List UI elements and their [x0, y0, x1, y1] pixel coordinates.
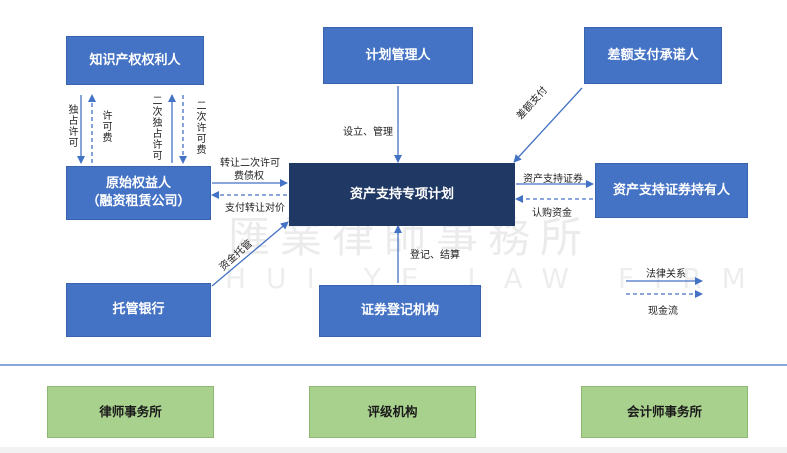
label-transfer-line2: 费债权	[234, 171, 264, 182]
provider-law-firm-label: 律师事务所	[99, 403, 162, 419]
label-license-fee: 许可费	[100, 110, 111, 143]
provider-accounting-firm: 会计师事务所	[581, 386, 748, 438]
node-holders-label: 资产支持证券持有人	[612, 182, 730, 198]
node-plan-manager-label: 计划管理人	[365, 47, 431, 63]
label-pay-price: 支付转让对价	[225, 203, 285, 214]
provider-rating-agency: 评级机构	[309, 386, 476, 438]
node-guarantor: 差额支付承诺人	[584, 27, 722, 84]
label-setup-manage: 设立、管理	[343, 127, 393, 138]
label-subscribe-funds: 认购资金	[532, 208, 572, 219]
label-sub-exclusive-license: 二次独占许可	[150, 95, 161, 161]
label-abs-securities: 资产支持证券	[523, 174, 583, 185]
edge-diff-payment	[513, 87, 583, 163]
watermark-english: HUI YE LAW FIRM	[225, 262, 766, 295]
node-registry-label: 证券登记机构	[360, 303, 439, 319]
provider-accounting-firm-label: 会计师事务所	[626, 403, 702, 419]
node-original-owner-line1: 原始权益人	[105, 176, 171, 192]
node-original-owner-line2: （融资租赁公司）	[86, 194, 191, 209]
node-spv-label: 资产支持专项计划	[349, 186, 454, 202]
legend-cash-label: 现金流	[648, 306, 678, 317]
node-custodian: 托管银行	[66, 283, 211, 337]
node-original-owner: 原始权益人 （融资租赁公司）	[66, 166, 211, 220]
label-transfer-line1: 转让二次许可	[220, 158, 280, 169]
edge-fund-custody	[211, 221, 289, 287]
label-register-settle: 登记、结算	[410, 250, 460, 261]
label-exclusive-license: 独占许可	[66, 104, 77, 148]
legend-legal-label: 法律关系	[646, 269, 686, 280]
provider-law-firm: 律师事务所	[47, 386, 214, 438]
node-plan-manager: 计划管理人	[323, 27, 473, 84]
node-registry: 证券登记机构	[319, 285, 481, 337]
node-ip-owner: 知识产权权利人	[66, 36, 204, 85]
node-guarantor-label: 差额支付承诺人	[607, 47, 699, 63]
provider-rating-agency-label: 评级机构	[367, 403, 418, 419]
node-spv: 资产支持专项计划	[289, 163, 515, 226]
node-ip-owner-label: 知识产权权利人	[89, 52, 181, 68]
label-sub-license-fee: 二次许可费	[194, 100, 205, 155]
node-holders: 资产支持证券持有人	[595, 163, 748, 218]
node-custodian-label: 托管银行	[112, 302, 165, 318]
bottom-band	[0, 447, 787, 453]
